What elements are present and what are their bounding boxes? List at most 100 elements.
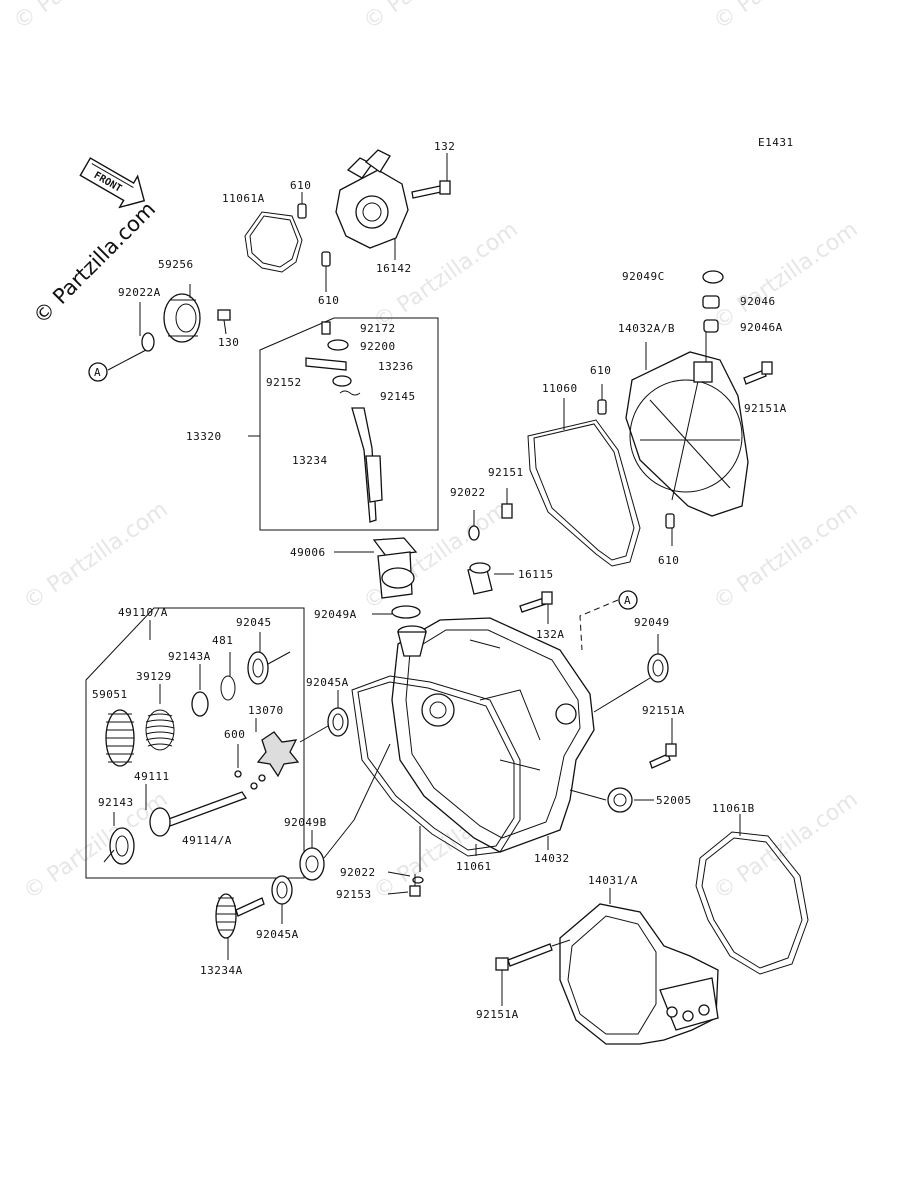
label-92022: 92022	[340, 866, 376, 879]
label-92049a: 92049A	[314, 608, 357, 621]
pump-cover-16142	[335, 149, 409, 249]
oil-neck	[397, 625, 427, 657]
gear-59051	[105, 709, 135, 767]
label-481: 481	[212, 634, 233, 647]
assembly-box-13320	[259, 317, 439, 531]
label-52005: 52005	[656, 794, 692, 807]
washer-92143a	[191, 691, 209, 717]
callout-a-text: A	[624, 594, 631, 607]
callout-a-text: A	[94, 366, 101, 379]
bolt-92153	[409, 874, 421, 897]
label-92172: 92172	[360, 322, 396, 335]
label-92022: 92022	[450, 486, 486, 499]
watermark: © Partzilla.com	[709, 497, 862, 615]
label-92045: 92045	[236, 616, 272, 629]
label-92151a: 92151A	[476, 1008, 519, 1021]
label-49114a: 49114/A	[182, 834, 232, 847]
label-92022a: 92022A	[118, 286, 161, 299]
label-92143a: 92143A	[168, 650, 211, 663]
label-13236: 13236	[378, 360, 414, 373]
lever-13236	[305, 357, 347, 371]
label-11061b: 11061B	[712, 802, 755, 815]
shaft-13234	[351, 407, 383, 523]
generator-cover-14031a	[559, 903, 719, 1045]
label-39129: 39129	[136, 670, 172, 683]
label-132a: 132A	[536, 628, 565, 641]
seal-92046a	[703, 319, 719, 333]
plug-52005	[607, 787, 633, 813]
label-92049: 92049	[634, 616, 670, 629]
label-610: 610	[290, 179, 311, 192]
callout-a	[88, 362, 108, 382]
label-600: 600	[224, 728, 245, 741]
label-11061a: 11061A	[222, 192, 265, 205]
bearing-92045a	[327, 707, 349, 737]
label-92152: 92152	[266, 376, 302, 389]
label-92045a: 92045A	[306, 676, 349, 689]
dowel-pin-610	[297, 203, 307, 219]
label-92046: 92046	[740, 295, 776, 308]
label-14032: 14032	[534, 852, 570, 865]
assembly-box-49110a	[85, 607, 305, 879]
diagram-code: E1431	[758, 136, 794, 149]
label-14032ab: 14032A/B	[618, 322, 675, 335]
dowel-pin-610	[321, 251, 331, 267]
filler-cap-16115	[467, 562, 493, 595]
label-92151a: 92151A	[642, 704, 685, 717]
circlip-481	[220, 675, 236, 701]
watermark: © Partzilla.com	[709, 0, 862, 35]
label-92151a: 92151A	[744, 402, 787, 415]
watermark: © Partzilla.com	[19, 497, 172, 615]
screw-92172	[321, 321, 331, 335]
washer-92049a	[391, 605, 421, 619]
shaft-49114a	[149, 791, 247, 837]
impeller-59256	[163, 293, 201, 343]
watermark: © Partzilla.com	[19, 787, 172, 905]
label-59051: 59051	[92, 688, 128, 701]
gasket-11061	[351, 675, 521, 857]
label-16142: 16142	[376, 262, 412, 275]
seal-92143	[109, 827, 135, 865]
ball-600	[234, 770, 242, 778]
ball-600	[250, 782, 258, 790]
label-49111: 49111	[134, 770, 170, 783]
callout-a	[618, 590, 638, 610]
washer-92022a	[141, 332, 155, 352]
label-610: 610	[318, 294, 339, 307]
label-92049c: 92049C	[622, 270, 665, 283]
label-13234a: 13234A	[200, 964, 243, 977]
label-92200: 92200	[360, 340, 396, 353]
label-610: 610	[658, 554, 679, 567]
label-92143: 92143	[98, 796, 134, 809]
oil-seal-92049	[647, 653, 669, 683]
bolt-130	[217, 309, 231, 335]
clip-92152	[332, 375, 352, 387]
governor-49006	[372, 537, 418, 599]
watermark: © Partzilla.com	[359, 0, 512, 35]
bolt-132a	[519, 591, 553, 613]
gasket-11061a	[244, 211, 303, 273]
dowel-pin-610	[597, 399, 607, 415]
bearing-92045	[247, 651, 269, 685]
label-11060: 11060	[542, 382, 578, 395]
label-13320: 13320	[186, 430, 222, 443]
seal-92046	[702, 295, 720, 309]
label-130: 130	[218, 336, 239, 349]
bearing-92049b	[299, 847, 325, 881]
spring-92145	[339, 390, 361, 396]
label-92045a: 92045A	[256, 928, 299, 941]
spring-39129	[145, 709, 175, 751]
label-132: 132	[434, 140, 455, 153]
label-49110a: 49110/A	[118, 606, 168, 619]
bolt-92151a	[743, 361, 773, 385]
label-13070: 13070	[248, 704, 284, 717]
front-arrow-icon: FRONT	[79, 157, 146, 209]
bolt-92151	[501, 488, 513, 519]
impeller-13070	[256, 731, 300, 778]
cap-92049c	[702, 270, 724, 284]
dowel-pin-610	[665, 513, 675, 529]
watermark: © Partzilla.com	[709, 217, 862, 335]
right-crankcase-cover-14032	[391, 617, 595, 853]
gear-13234a	[215, 893, 265, 939]
